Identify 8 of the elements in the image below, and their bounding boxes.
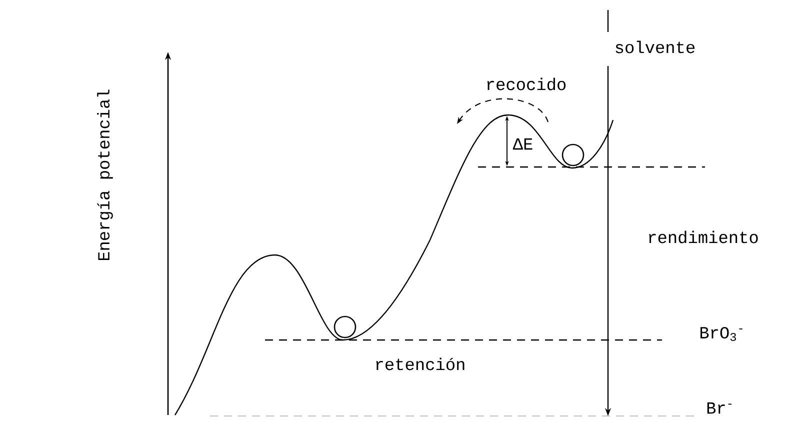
text-label: retención [376,358,464,370]
text-label: ΔE [512,138,532,150]
text-label: rendimiento [649,230,758,244]
text-label: recocido [487,78,566,90]
axis-label: Energía potencial [97,90,113,260]
text-label: solvente [616,40,695,54]
text-label: Br$^{-}$ [707,402,732,414]
text-label: BrO$_{3}$- [700,327,742,341]
